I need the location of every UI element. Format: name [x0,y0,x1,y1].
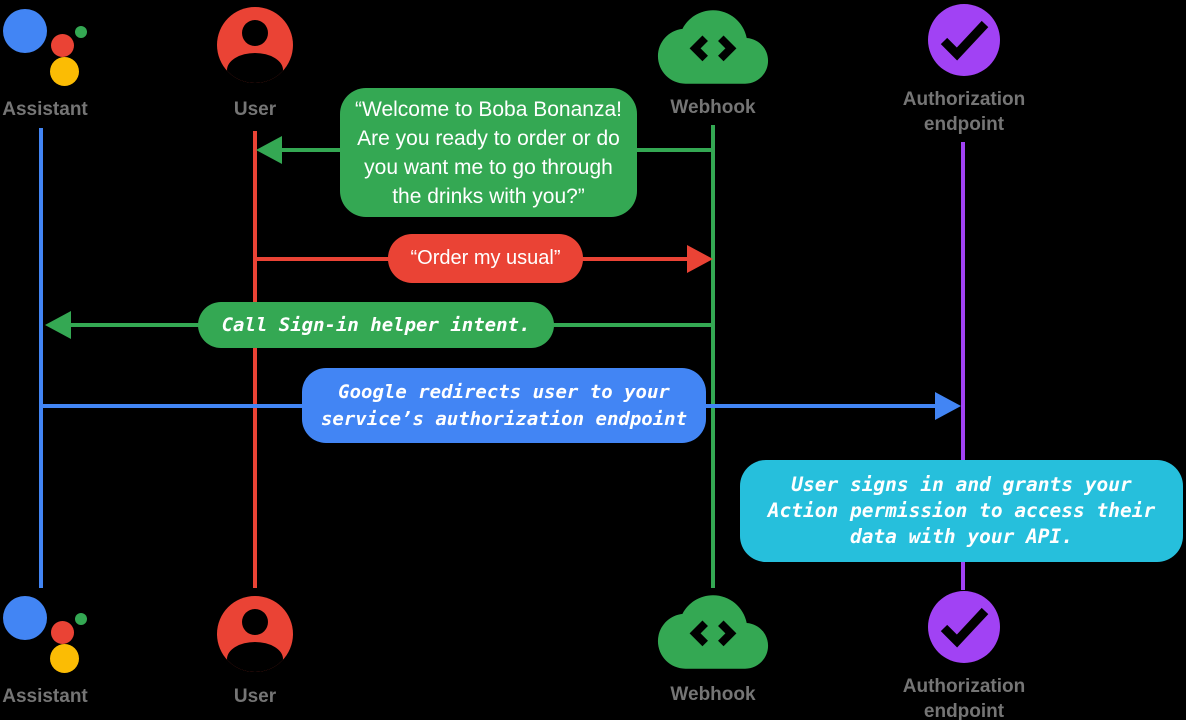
person-icon [217,596,293,672]
grant-note-box: User signs in and grants your Action per… [740,460,1183,562]
assistant-lifeline [39,128,43,588]
cloud-code-icon [657,595,769,669]
check-circle-icon [928,591,1000,663]
signin-helper-message-box: Call Sign-in helper intent. [198,302,554,348]
redirect-message-box: Google redirects user to your service’s … [302,368,706,443]
assistant-blue-dot [3,9,47,53]
assistant-red-dot [51,34,74,57]
assistant-label: Assistant [2,99,88,120]
user-label: User [233,99,277,120]
assistant-yellow-dot [50,57,79,86]
order-arrowhead-icon [687,245,713,273]
cloud-code-icon [657,10,769,84]
authorization-endpoint-lifeline [961,142,965,590]
google-assistant-icon [3,596,93,680]
user-lifeline [253,131,257,588]
authorization-endpoint-label: Authorization endpoint [902,89,1026,135]
webhook-label: Webhook [670,684,756,705]
check-circle-icon [928,4,1000,76]
person-icon [217,7,293,83]
authorization-endpoint-label: Authorization endpoint [902,676,1026,720]
welcome-message-box: “Welcome to Boba Bonanza! Are you ready … [340,88,637,217]
assistant-green-dot [75,26,87,38]
welcome-arrowhead-icon [256,136,282,164]
google-assistant-icon [3,9,93,93]
webhook-label: Webhook [670,97,756,118]
order-message-box: “Order my usual” [388,234,583,283]
assistant-label: Assistant [2,686,88,707]
webhook-lifeline [711,125,715,588]
user-label: User [233,686,277,707]
signin-helper-arrowhead-icon [45,311,71,339]
redirect-arrowhead-icon [935,392,961,420]
